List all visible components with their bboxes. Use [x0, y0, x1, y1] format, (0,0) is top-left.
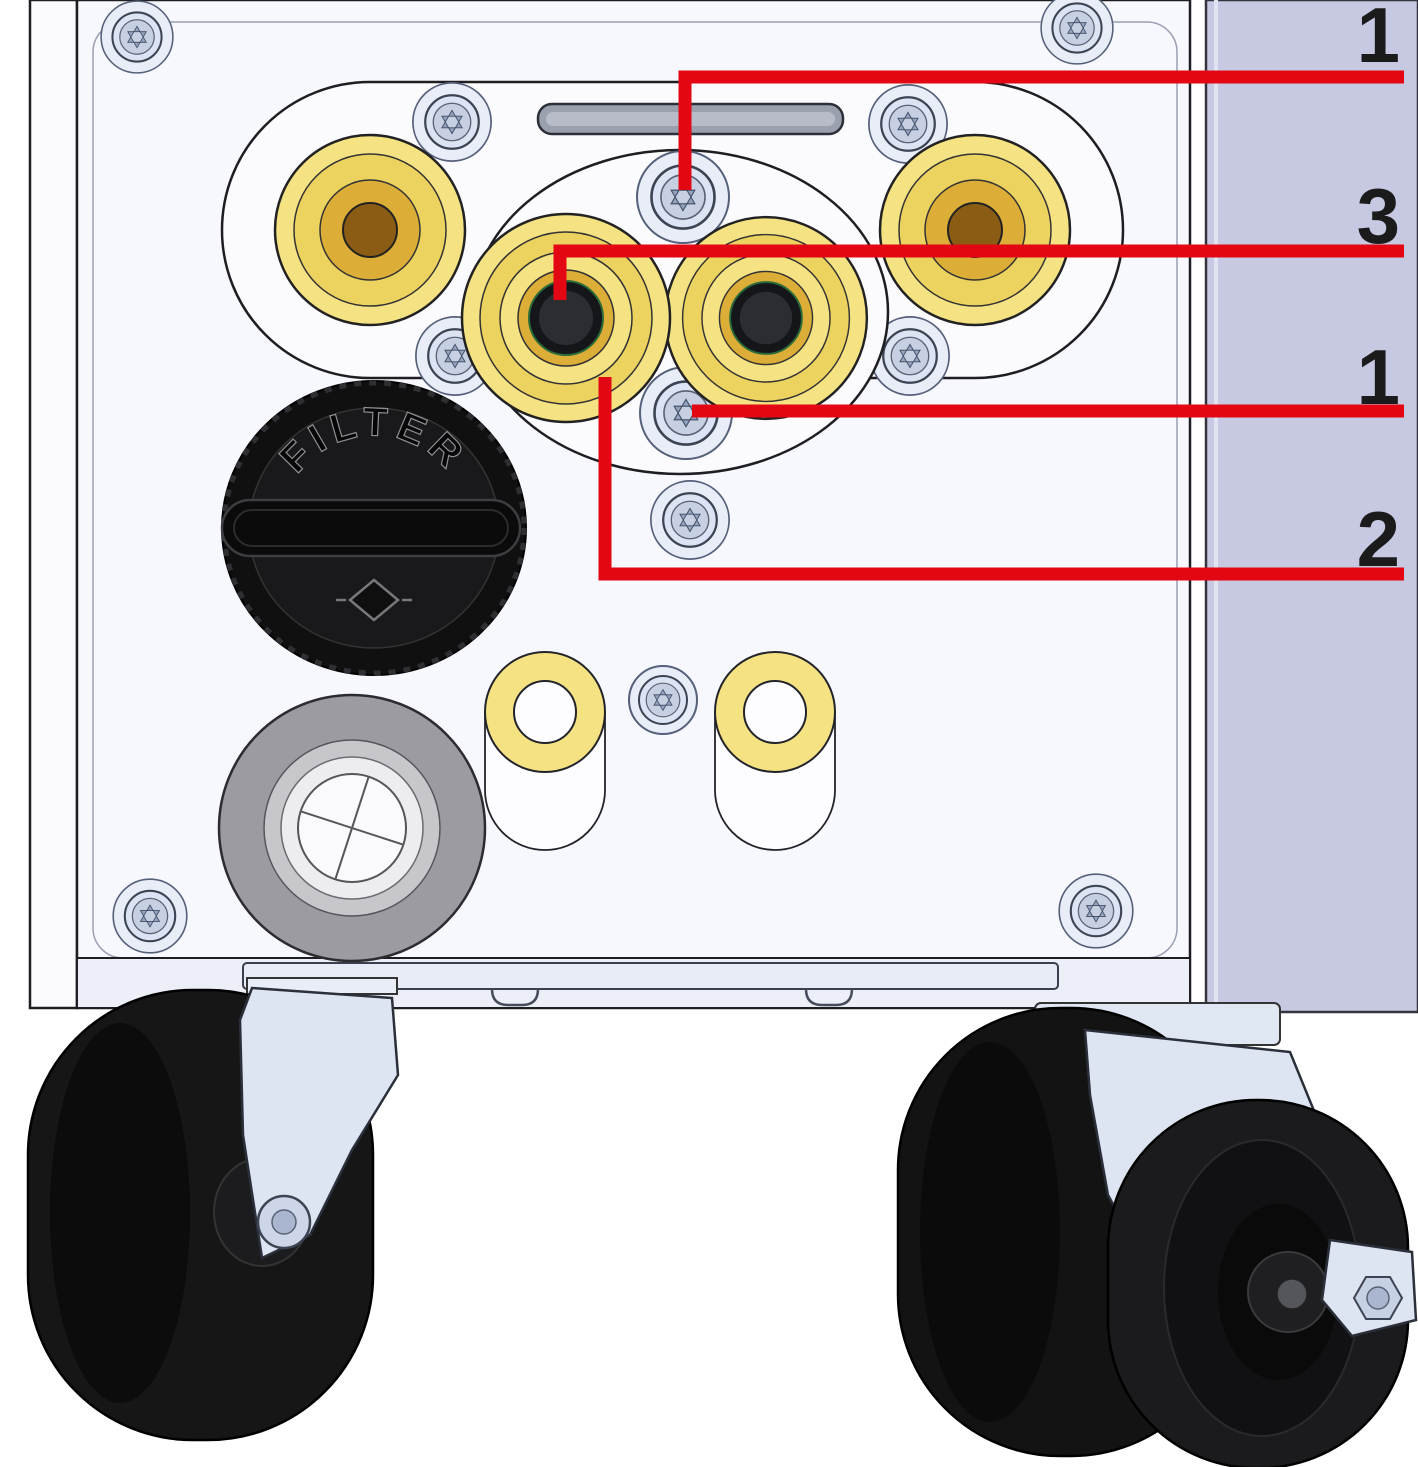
caster-left-fork: [238, 986, 400, 1260]
callout-line-2: [598, 377, 1404, 581]
roller-crosshair: [300, 776, 404, 880]
corner-screw-bottom-right: [1059, 874, 1133, 948]
bottom-crossbar: [242, 962, 1059, 990]
outer-connector-right: [878, 133, 1072, 327]
callout-label-1-upper: 1: [1357, 0, 1400, 79]
panel-left-edge: [28, 0, 79, 1010]
side-panel: [1204, 0, 1418, 1014]
filter-symbol-icon: [336, 578, 412, 622]
callout-label-1-lower: 1: [1357, 333, 1400, 421]
caster-right: [896, 1002, 1418, 1467]
roller: [217, 693, 487, 963]
caster-left: [26, 977, 400, 1442]
callout-line-1-upper: [678, 70, 1404, 190]
corner-screw-top-right: [1041, 0, 1113, 64]
wire-clip-right: [804, 988, 854, 1007]
bushing-screw: [628, 665, 698, 735]
callout-label-3: 3: [1357, 172, 1400, 260]
bushing-left: [484, 651, 606, 851]
filter-cap-handle: [220, 498, 522, 558]
plate-screw: [413, 83, 491, 161]
panel-screw-mid: [651, 481, 729, 559]
filter-cap: FILTER: [220, 380, 527, 676]
callout-label-2: 2: [1357, 495, 1400, 583]
bushing-right: [714, 651, 836, 851]
wire-clip-left: [490, 988, 540, 1007]
corner-screw-bottom-left: [113, 879, 187, 953]
outer-connector-left: [273, 133, 467, 327]
corner-screw-top-left: [101, 1, 173, 73]
callout-line-3: [553, 244, 1404, 300]
